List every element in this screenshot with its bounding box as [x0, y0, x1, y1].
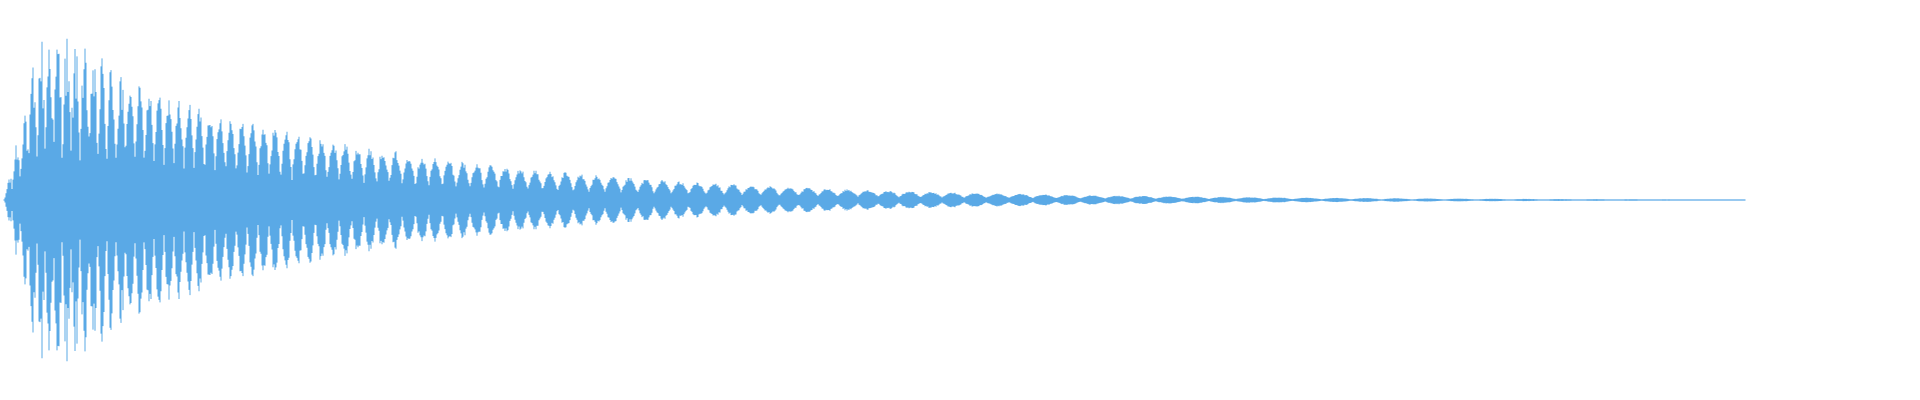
waveform-trace	[3, 38, 1746, 362]
